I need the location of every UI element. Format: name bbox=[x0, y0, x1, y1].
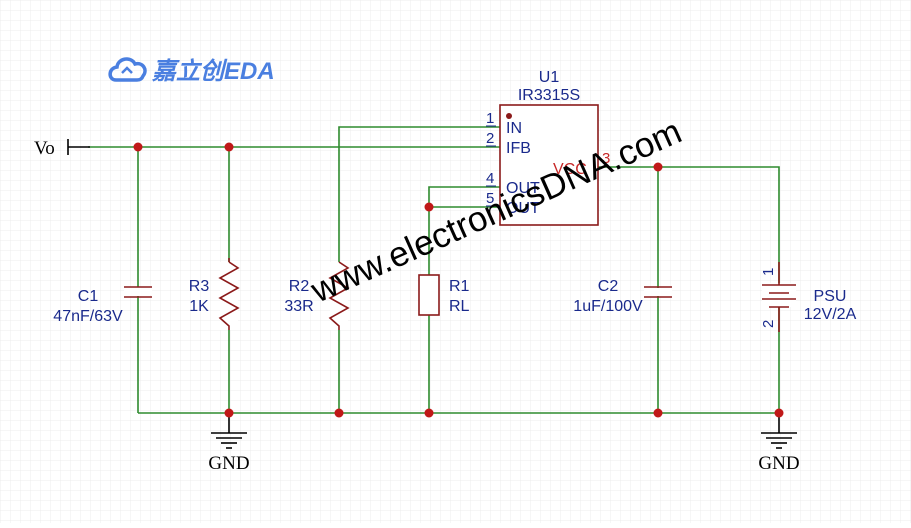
u1-pin4-number: 4 bbox=[486, 170, 494, 187]
u1-pin1-number: 1 bbox=[486, 110, 494, 127]
r2-value: 33R bbox=[284, 298, 313, 315]
junctions bbox=[133, 142, 784, 418]
c2-capacitor: C2 1uF/100V bbox=[573, 278, 672, 315]
r3-resistor: R3 1K bbox=[189, 258, 240, 330]
r2-resistor: R2 33R bbox=[284, 261, 350, 330]
u1-pin1-name: IN bbox=[506, 120, 522, 137]
junction-dot bbox=[133, 142, 143, 152]
vo-label: Vo bbox=[34, 138, 55, 159]
cloud-icon bbox=[108, 57, 147, 82]
psu-pin1-number: 1 bbox=[760, 268, 777, 276]
gnd-left-label: GND bbox=[208, 453, 249, 474]
r3-ref: R3 bbox=[189, 278, 210, 295]
junction-dot bbox=[224, 142, 234, 152]
u1-pin3-number: 3 bbox=[602, 150, 610, 167]
junction-dot bbox=[334, 408, 344, 418]
r1-value: RL bbox=[449, 298, 470, 315]
c1-ref: C1 bbox=[78, 288, 99, 305]
c1-value: 47nF/63V bbox=[53, 308, 123, 325]
u1-pin1-marker bbox=[506, 113, 512, 119]
psu-battery: 1 2 PSU 12V/2A bbox=[760, 262, 857, 332]
u1-pin4-name: OUT bbox=[506, 180, 540, 197]
junction-dot bbox=[424, 408, 434, 418]
u1-body bbox=[499, 104, 599, 226]
r2-ref: R2 bbox=[289, 278, 310, 295]
junction-dot bbox=[774, 408, 784, 418]
u1-pin2-number: 2 bbox=[486, 130, 494, 147]
eda-logo: 嘉立创EDA bbox=[108, 57, 275, 85]
u1-pin3-name: VCC bbox=[553, 161, 587, 178]
junction-dot bbox=[653, 162, 663, 172]
u1-ref: U1 bbox=[539, 69, 560, 86]
c2-value: 1uF/100V bbox=[573, 298, 643, 315]
junction-dot bbox=[224, 408, 234, 418]
u1-value: IR3315S bbox=[518, 87, 580, 104]
wire-out4 bbox=[428, 186, 500, 413]
gnd-right-label: GND bbox=[758, 453, 799, 474]
u1-pin5-number: 5 bbox=[486, 190, 494, 207]
logo-text: 嘉立创EDA bbox=[151, 58, 275, 85]
r3-value: 1K bbox=[189, 298, 209, 315]
vo-port: Vo bbox=[34, 138, 90, 159]
psu-value: 12V/2A bbox=[804, 306, 857, 323]
psu-pin2-number: 2 bbox=[760, 320, 777, 328]
psu-ref: PSU bbox=[814, 288, 847, 305]
junction-dot bbox=[653, 408, 663, 418]
u1-pin2-name: IFB bbox=[506, 140, 531, 157]
c2-ref: C2 bbox=[598, 278, 619, 295]
r1-resistor: R1 RL bbox=[418, 274, 470, 316]
u1-pin5-name: OUT bbox=[506, 200, 540, 217]
junction-dot bbox=[424, 202, 434, 212]
u1-ic: U1 IR3315S 1 IN 2 IFB 4 OUT 5 OUT 3 VCC bbox=[486, 69, 610, 226]
r1-ref: R1 bbox=[449, 278, 470, 295]
c1-capacitor: C1 47nF/63V bbox=[53, 286, 152, 325]
